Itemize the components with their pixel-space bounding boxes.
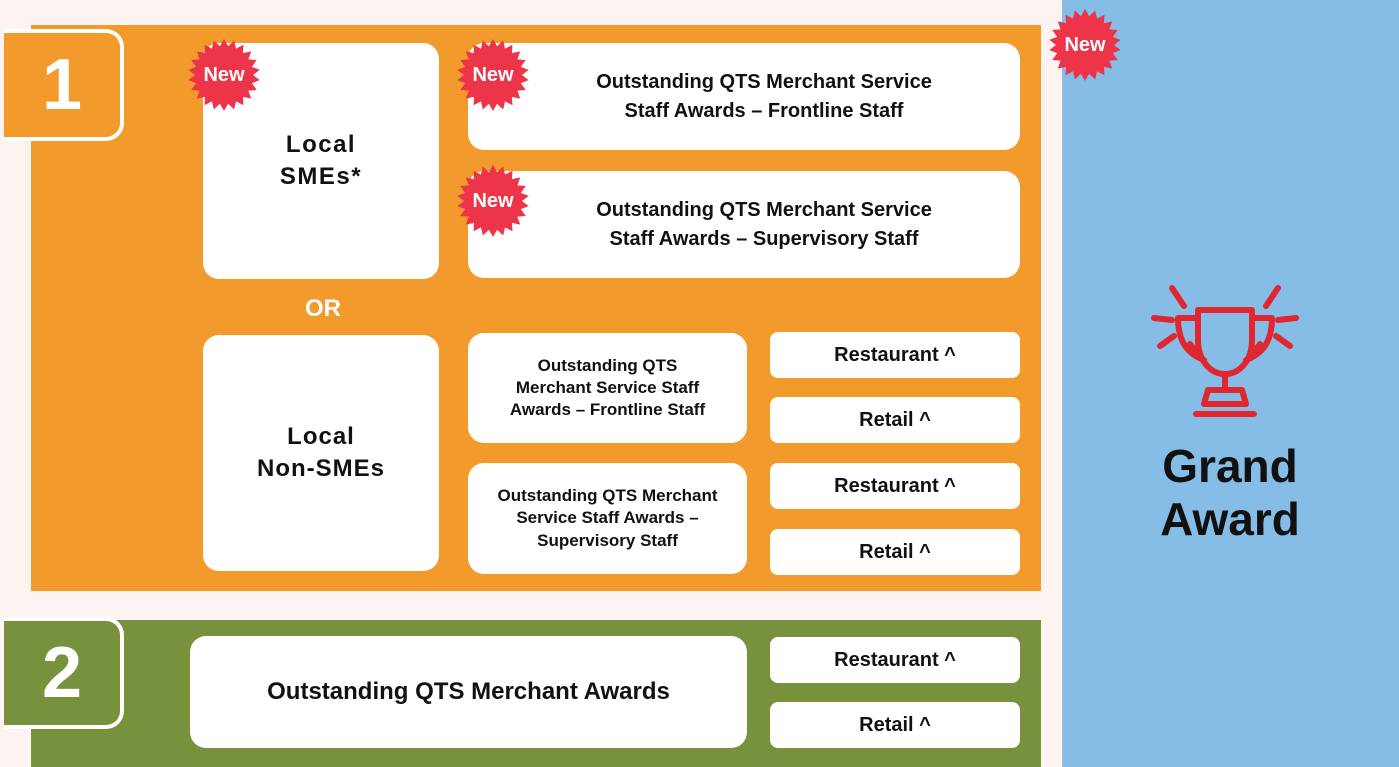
local-non-smes-card: Local Non-SMEs: [203, 335, 439, 571]
nonsme-supervisory-line1: Outstanding QTS Merchant: [497, 486, 718, 506]
retail-box-3: Retail ^: [770, 702, 1020, 748]
merchant-awards-card: Outstanding QTS Merchant Awards: [190, 636, 747, 748]
new-badge-sme-supervisory-label: New: [472, 189, 514, 212]
nonsme-supervisory-line2: Service Staff Awards –: [516, 508, 699, 528]
nonsme-frontline-line2: Merchant Service Staff: [515, 377, 700, 397]
new-badge-grand: New: [1048, 8, 1122, 82]
local-non-smes-label-line2: Non-SMEs: [257, 455, 385, 482]
sme-supervisory-card: Outstanding QTS Merchant Service Staff A…: [468, 171, 1020, 278]
sme-frontline-line1: Outstanding QTS Merchant Service: [596, 70, 932, 93]
local-smes-label-line1: Local: [285, 130, 357, 158]
trophy-icon: [1150, 280, 1300, 420]
or-label: OR: [305, 295, 341, 322]
new-badge-sme-frontline-label: New: [472, 63, 514, 86]
nonsme-frontline-line3: Awards – Frontline Staff: [509, 400, 706, 420]
sme-frontline-card: Outstanding QTS Merchant Service Staff A…: [468, 43, 1020, 150]
retail-box-2: Retail ^: [770, 529, 1020, 575]
restaurant-box-3: Restaurant ^: [770, 637, 1020, 683]
grand-award-title: Grand Award: [1110, 440, 1350, 550]
nonsme-supervisory-card: Outstanding QTS Merchant Service Staff A…: [468, 463, 747, 574]
sme-frontline-line2: Staff Awards – Frontline Staff: [624, 99, 904, 122]
sme-supervisory-line2: Staff Awards – Supervisory Staff: [609, 227, 919, 250]
new-badge-sme-supervisory: New: [456, 164, 530, 238]
sme-supervisory-line1: Outstanding QTS Merchant Service: [596, 198, 932, 221]
new-badge-sme-frontline: New: [456, 38, 530, 112]
restaurant-box-1: Restaurant ^: [770, 332, 1020, 378]
starburst-shape: [1049, 9, 1121, 81]
section-2-number: 2: [4, 617, 124, 729]
local-non-smes-label-line1: Local: [287, 422, 355, 450]
grand-award-title-line2: Award: [1160, 492, 1300, 545]
grand-award-title-line1: Grand: [1162, 440, 1298, 492]
retail-box-1: Retail ^: [770, 397, 1020, 443]
nonsme-supervisory-line3: Supervisory Staff: [537, 530, 678, 550]
starburst-shape: [457, 39, 529, 111]
new-badge-sme: New: [187, 38, 261, 112]
nonsme-frontline-line1: Outstanding QTS: [537, 355, 678, 375]
section-1-number: 1: [4, 29, 124, 141]
grand-award-panel: [1062, 0, 1399, 767]
local-smes-label-line2: SMEs*: [279, 163, 363, 190]
new-badge-sme-label: New: [203, 63, 245, 86]
nonsme-frontline-card: Outstanding QTS Merchant Service Staff A…: [468, 333, 747, 443]
starburst-shape: [188, 39, 260, 111]
restaurant-box-2: Restaurant ^: [770, 463, 1020, 509]
new-badge-grand-label: New: [1064, 33, 1106, 56]
starburst-shape: [457, 165, 529, 237]
